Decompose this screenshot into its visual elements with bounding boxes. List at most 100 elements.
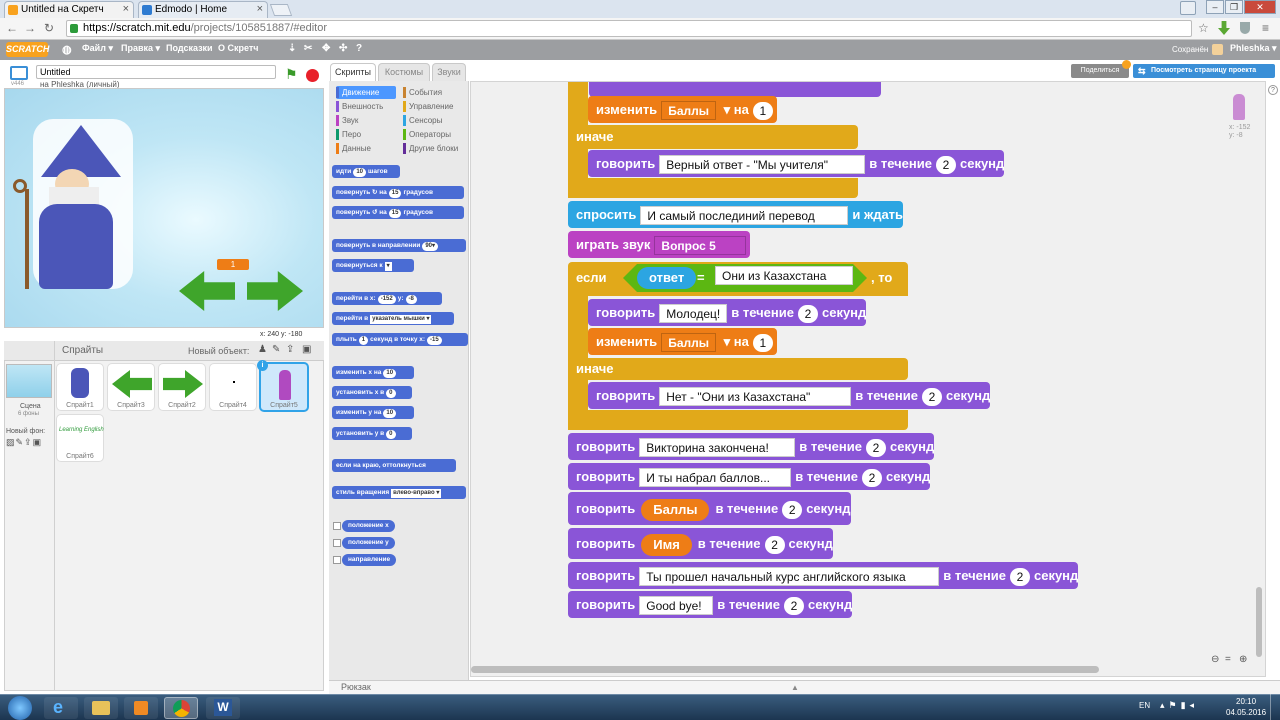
duplicate-stamp-icon[interactable]: ⇣ (288, 43, 297, 54)
backpack-bar[interactable]: Рюкзак ▲ (329, 680, 1280, 694)
user-menu[interactable]: Phleshka ▾ (1230, 43, 1277, 53)
delete-scissors-icon[interactable]: ✂ (304, 43, 313, 54)
camera-icon[interactable]: ▣ (302, 344, 312, 355)
shrink-icon[interactable]: ✣ (339, 43, 348, 54)
answer-reporter[interactable]: ответ (637, 267, 697, 289)
backpack-expand-icon[interactable]: ▲ (791, 683, 799, 692)
category-motion[interactable]: Движение (336, 86, 396, 99)
green-flag-icon[interactable]: ⚑ (285, 66, 298, 82)
help-circle-icon[interactable]: ? (1268, 85, 1278, 95)
user-avatar[interactable] (1212, 44, 1223, 55)
menu-file[interactable]: Файл ▾ (82, 43, 113, 53)
category-events[interactable]: События (403, 86, 442, 99)
share-button[interactable]: Поделиться (1071, 64, 1129, 78)
right-arrow-sprite[interactable] (247, 271, 303, 311)
backdrop-tools-icon[interactable]: ▨✎⇪▣ (6, 437, 43, 447)
kazakhstan-field[interactable]: Они из Казахстана (715, 266, 853, 285)
scratch-logo[interactable]: SCRATCH (6, 42, 49, 57)
minimize-window-button[interactable]: – (1206, 0, 1224, 14)
zoom-out-icon[interactable]: ⊖ (1211, 654, 1220, 665)
reload-icon[interactable]: ↻ (44, 21, 55, 35)
sprite-thumb-4[interactable]: Спрайт4 (209, 363, 257, 411)
checkbox-x-position[interactable] (333, 522, 341, 530)
category-sound[interactable]: Звук (336, 114, 358, 127)
upload-sprite-icon[interactable]: ⇪ (286, 344, 295, 355)
vertical-scrollbar[interactable] (1256, 587, 1262, 657)
tab-scripts[interactable]: Скрипты (330, 63, 376, 82)
checkbox-direction[interactable] (333, 556, 341, 564)
close-tab-icon[interactable]: × (256, 3, 263, 15)
url-input[interactable]: https://scratch.mit.edu/projects/1058518… (66, 20, 1192, 37)
menu-tips[interactable]: Подсказки (166, 43, 213, 53)
project-title-input[interactable]: Untitled (36, 65, 276, 79)
grow-icon[interactable]: ✥ (322, 43, 331, 54)
category-looks[interactable]: Внешность (336, 100, 383, 113)
sprite-thumb-6[interactable]: Learning English Спрайт6 (56, 414, 104, 462)
variable-monitor[interactable]: 1 (217, 259, 249, 270)
sprite-thumb-2[interactable]: Спрайт2 (158, 363, 206, 411)
download-extension-icon[interactable] (1218, 21, 1230, 35)
sprite-thumb-5-selected[interactable]: i Спрайт5 (257, 360, 309, 412)
bookmark-star-icon[interactable]: ☆ (1198, 21, 1209, 35)
scene-thumbnail[interactable] (6, 364, 52, 398)
tab-sounds[interactable]: Звуки (432, 63, 466, 81)
category-pen[interactable]: Перо (336, 128, 361, 141)
windows-start-button[interactable] (8, 696, 32, 720)
checkbox-y-position[interactable] (333, 539, 341, 547)
word-taskbar-icon[interactable]: W (206, 697, 240, 719)
media-taskbar-icon[interactable] (124, 697, 158, 719)
category-operators[interactable]: Операторы (403, 128, 451, 141)
palette-bounce-block[interactable]: если на краю, оттолкнуться (332, 459, 456, 472)
choose-sprite-icon[interactable]: ♟ (258, 344, 267, 355)
help-icon[interactable]: ? (356, 43, 363, 54)
new-tab-button[interactable] (269, 4, 293, 16)
language-globe-icon[interactable]: ◍ (62, 44, 72, 56)
see-project-page-button[interactable]: ⇆ Посмотреть страницу проекта (1133, 64, 1275, 78)
zoom-in-icon[interactable]: ⊕ (1239, 654, 1248, 665)
tab-costumes[interactable]: Костюмы (378, 63, 430, 81)
category-data[interactable]: Данные (336, 142, 371, 155)
ie-taskbar-icon[interactable]: e (44, 697, 78, 719)
menu-edit[interactable]: Правка ▾ (121, 43, 161, 53)
sprite-thumb-1[interactable]: Спрайт1 (56, 363, 104, 411)
language-indicator[interactable]: EN (1139, 701, 1151, 710)
sprite-thumb-3[interactable]: Спрайт3 (107, 363, 155, 411)
browser-menu-icon[interactable]: ≡ (1262, 21, 1270, 35)
category-sensing[interactable]: Сенсоры (403, 114, 442, 127)
fullscreen-toggle-icon[interactable] (10, 66, 28, 80)
tab-edmodo[interactable]: Edmodo | Home × (138, 1, 268, 18)
show-desktop-button[interactable] (1270, 694, 1280, 720)
info-icon[interactable]: i (257, 360, 268, 371)
reporter-direction[interactable]: направление (342, 554, 397, 566)
say-block-cutoff[interactable] (589, 82, 881, 97)
explorer-taskbar-icon[interactable] (84, 697, 118, 719)
palette-point-towards-block[interactable]: повернуться к▾ (332, 259, 414, 272)
menu-about[interactable]: О Скретч (218, 43, 259, 53)
close-window-button[interactable]: ✕ (1244, 0, 1276, 14)
close-tab-icon[interactable]: × (122, 3, 129, 15)
